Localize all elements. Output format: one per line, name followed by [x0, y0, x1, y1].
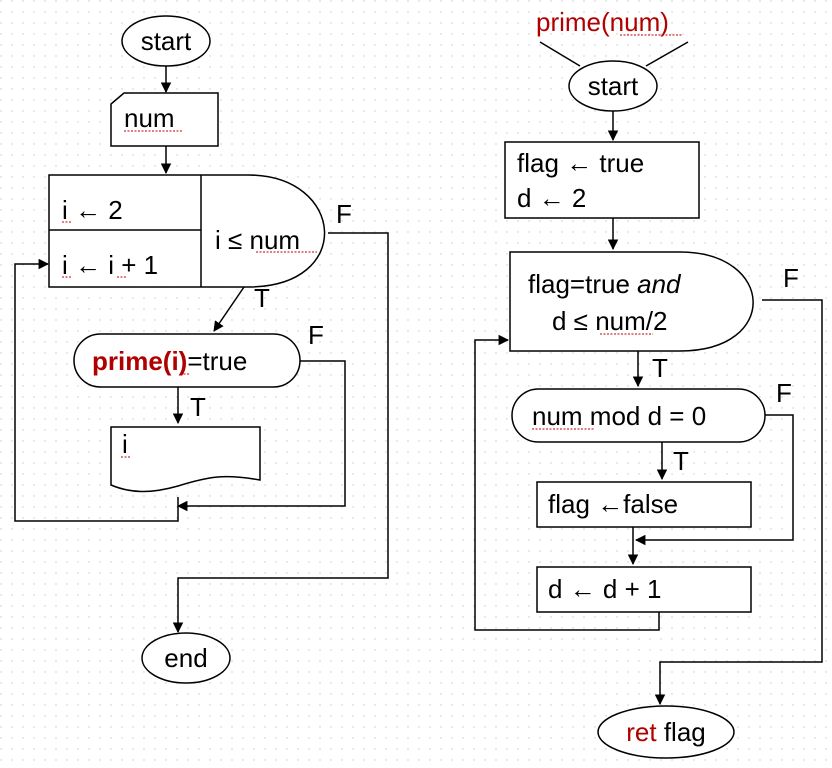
return-text: ret flag — [626, 717, 706, 747]
func-start-label: start — [588, 71, 639, 101]
mod-check-text: num mod d = 0 — [532, 401, 706, 431]
while-false-label: F — [783, 263, 799, 293]
return-keyword: ret — [626, 717, 657, 747]
check-false-label: F — [308, 320, 324, 350]
init-node[interactable] — [504, 141, 700, 219]
connector-loop-exit — [172, 232, 389, 634]
header-tie-right — [645, 41, 689, 67]
loop-false-label: F — [336, 199, 352, 229]
mod-true-label: T — [673, 446, 689, 476]
connector-loop-back — [14, 258, 179, 522]
connector-while-exit — [654, 299, 823, 706]
main-start-label: start — [141, 26, 192, 56]
loop-true-label: T — [254, 283, 270, 313]
return-node[interactable] — [597, 705, 735, 759]
prime-function-flowchart: prime(num) start flag ← true d ← 2 flag=… — [474, 7, 823, 759]
increment-text: d ← d + 1 — [548, 574, 661, 604]
connector-check-false — [176, 360, 346, 512]
while-condition-node[interactable] — [509, 251, 754, 352]
assign-false-node[interactable] — [536, 481, 752, 528]
main-end-label: end — [164, 643, 207, 673]
function-header: prime(num) — [536, 7, 669, 37]
assign-false-text: flag ←false — [548, 489, 678, 519]
main-flowchart: start num i ← 2 i ← i + 1 i ≤ num F T pr… — [14, 15, 389, 684]
input-node[interactable] — [110, 92, 219, 147]
init-line1: flag ← true — [517, 148, 644, 178]
loop-block[interactable] — [48, 174, 326, 288]
connector-func-loop-back — [474, 334, 660, 631]
connector-loop-to-check — [213, 286, 245, 332]
loop-init-text: i ← 2 — [62, 195, 123, 225]
input-label: num — [124, 103, 175, 133]
main-end-node[interactable] — [141, 632, 231, 684]
check-true-label: T — [190, 392, 206, 422]
loop-step-text: i ← i + 1 — [62, 250, 158, 280]
prime-call-keyword: prime(i) — [92, 346, 187, 376]
output-node[interactable] — [110, 426, 261, 493]
mod-false-label: F — [776, 378, 792, 408]
while-true-label: T — [652, 353, 668, 383]
connector-mod-false — [634, 414, 794, 546]
while-condition-line1: flag=true and — [528, 269, 682, 299]
loop-condition-text: i ≤ num — [215, 225, 300, 255]
output-label: i — [122, 429, 128, 459]
increment-node[interactable] — [536, 566, 752, 613]
header-tie-left — [539, 41, 581, 67]
init-line2: d ← 2 — [517, 183, 586, 213]
prime-check-text: prime(i)=true — [92, 346, 247, 376]
while-condition-line2: d ≤ num/2 — [552, 306, 667, 336]
